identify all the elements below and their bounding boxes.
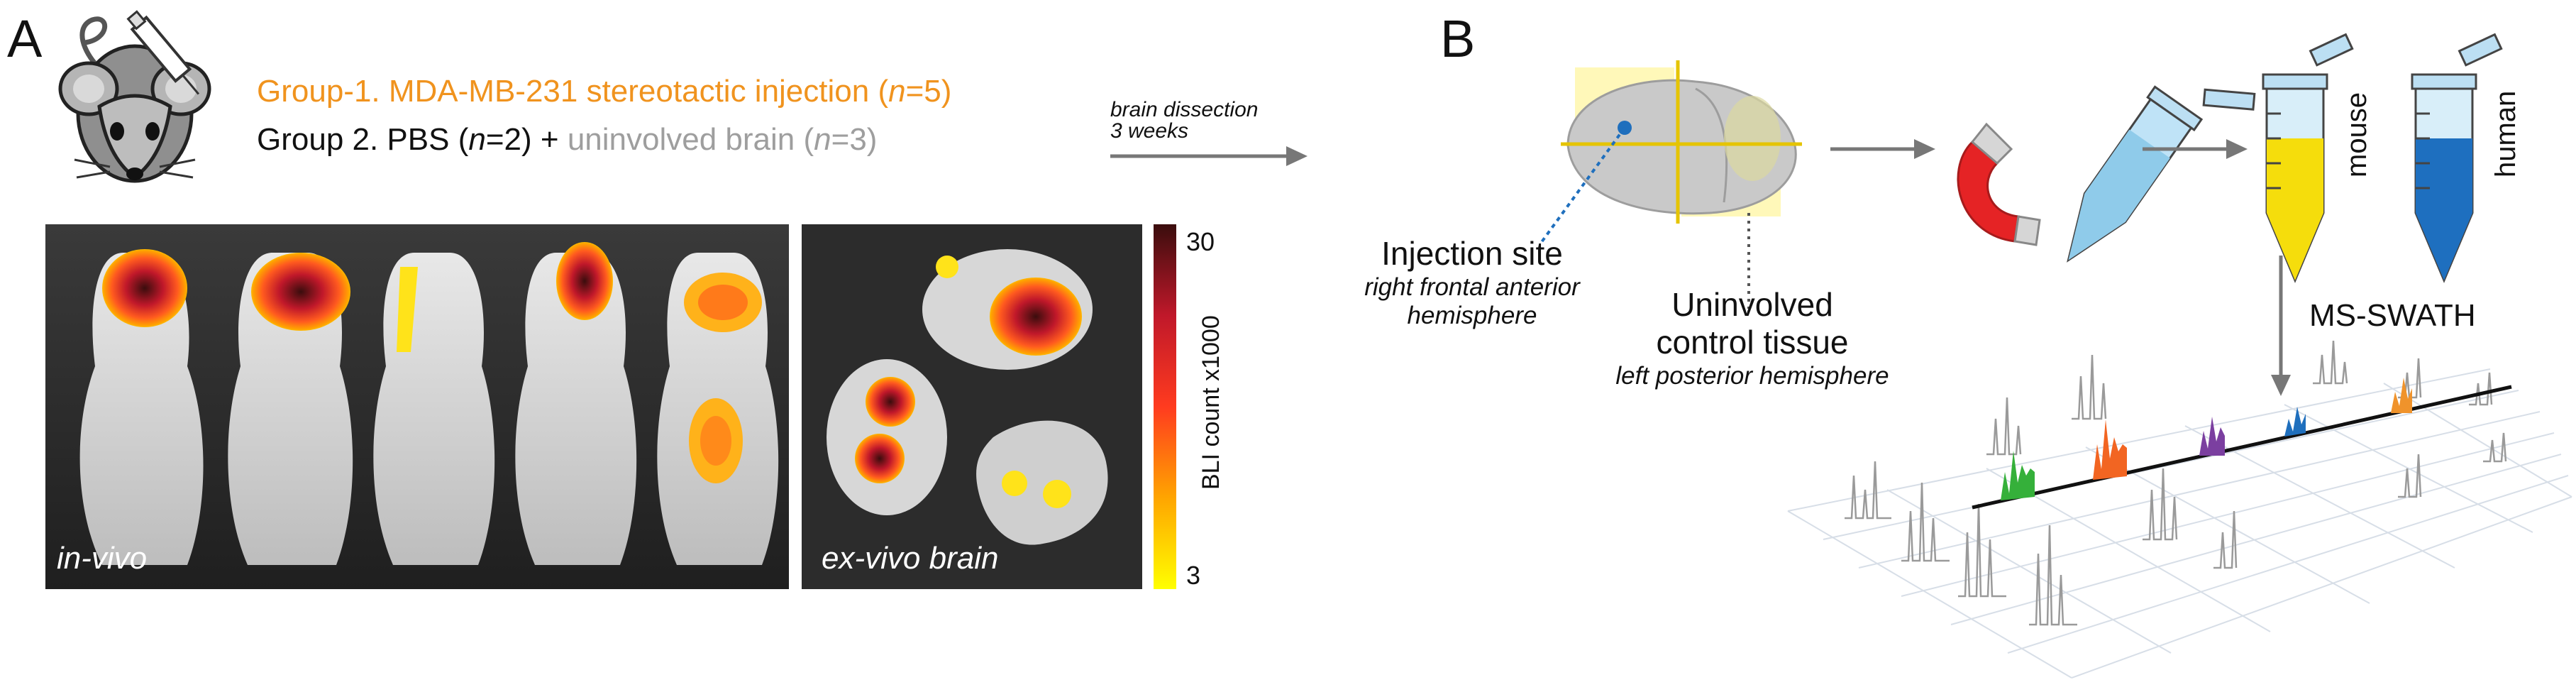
tube-human-icon [2411,33,2503,283]
control-title-line2: control tissue [1656,324,1849,361]
magnet-icon [1957,122,2041,246]
tube-tilted-icon [2067,85,2256,263]
spectra-grid [1787,368,2572,679]
mouse-4 [515,242,637,565]
colorbar-max-label: 30 [1186,227,1215,256]
exvivo-label: ex-vivo brain [822,541,999,576]
mouse-2 [228,253,353,565]
colorbar [1154,224,1176,589]
arrow-right-icon [1110,146,1308,166]
arrow-right-icon-3 [2143,139,2248,159]
arrow-caption-line2: 3 weeks [1110,119,1189,143]
injection-site-sub2: hemisphere [1407,302,1537,329]
exvivo-image: ex-vivo brain [802,224,1142,589]
mouse-cartoon-icon [58,10,211,183]
arrow-caption-line1: brain dissection [1110,98,1259,121]
peak-orange [2093,419,2127,480]
control-sub: left posterior hemisphere [1615,362,1889,390]
ms-swath-label: MS-SWATH [2309,298,2476,333]
colorbar-title: BLI count x1000 [1198,315,1225,490]
peak-blue [2284,407,2306,437]
colorbar-min-label: 3 [1186,561,1201,590]
arrow-down-icon [2271,256,2291,396]
mouse-1 [79,249,204,565]
control-leader-line [1747,213,1750,309]
injection-site-sub1: right frontal anterior [1364,273,1580,301]
invivo-label: in-vivo [57,541,148,576]
tube-mouse-label: mouse [2341,92,2372,177]
tube-mouse-icon [2262,33,2354,283]
peak-green [2001,451,2035,500]
brain-icon [1561,60,1802,224]
ms-swath-spectra [1787,340,2572,679]
mouse-3 [373,253,495,565]
control-title-line1: Uninvolved [1671,286,1833,323]
invivo-image: in-vivo [45,224,789,589]
brain-3 [976,420,1108,545]
panel-a-letter: A [7,9,43,68]
brain-1 [922,249,1093,370]
tube-human-label: human [2490,90,2521,177]
arrow-right-icon-2 [1830,139,1935,159]
peak-light-orange [2391,378,2412,413]
brain-2 [827,359,947,515]
injection-site-title: Injection site [1381,235,1563,272]
group1-text: Group-1. MDA-MB-231 stereotactic injecti… [257,74,952,109]
panel-b-letter: B [1440,9,1476,68]
spectra-baseline [1972,385,2512,510]
gray-peaks [1845,340,2507,626]
injection-leader-line [1538,126,1626,246]
arrow-caption: brain dissection 3 weeks [1110,99,1258,142]
mouse-5 [657,253,779,565]
group2-text: Group 2. PBS (n=2) + uninvolved brain (n… [257,122,878,157]
peak-purple [2199,417,2225,456]
